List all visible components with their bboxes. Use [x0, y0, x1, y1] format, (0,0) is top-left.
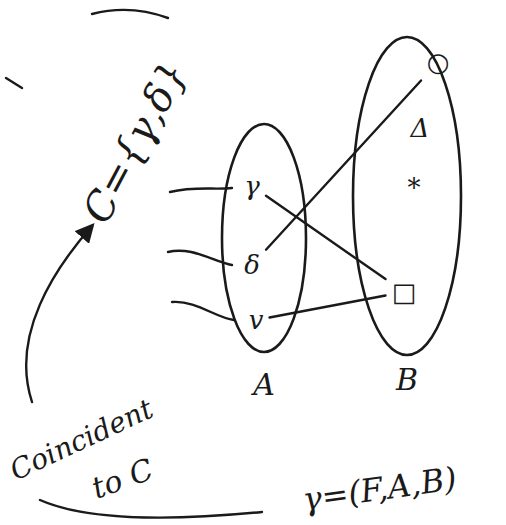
handwritten-note: C={γ,δ}	[74, 54, 195, 230]
set-ellipse: Aγδv	[220, 122, 308, 354]
top-arc	[92, 10, 168, 18]
handwritten-note: γ=(F,A,B)	[301, 462, 459, 518]
element-label: ○	[427, 48, 450, 77]
pointer-curve	[170, 188, 232, 192]
element-point: δ	[240, 249, 264, 282]
element-point: Δ	[407, 112, 434, 145]
ellipse-outline	[220, 122, 308, 354]
element-point: □	[388, 276, 421, 309]
set-name: B	[396, 363, 418, 396]
element-label: v	[249, 306, 264, 335]
incidence-line	[266, 81, 421, 250]
set-ellipse: B○Δ*□	[351, 35, 463, 357]
pointer-curve	[172, 302, 234, 320]
underline-curve	[40, 500, 262, 518]
set-name: A	[253, 368, 275, 401]
element-label: δ	[244, 251, 260, 280]
element-point: v	[245, 304, 268, 337]
reference-arrow	[26, 226, 92, 402]
element-point: *	[404, 172, 425, 205]
set-name-slot: B	[351, 363, 463, 396]
element-label: *	[408, 174, 421, 203]
set-name-slot: A	[220, 368, 308, 401]
element-point: ○	[423, 46, 454, 79]
handwritten-note: to C	[87, 452, 157, 504]
element-label: □	[392, 278, 417, 307]
corner-tick	[6, 78, 22, 88]
element-label: Δ	[411, 114, 430, 143]
ellipse-outline	[351, 35, 463, 357]
element-point: γ	[240, 170, 264, 203]
incidence-line	[266, 196, 386, 279]
element-label: γ	[244, 172, 260, 201]
